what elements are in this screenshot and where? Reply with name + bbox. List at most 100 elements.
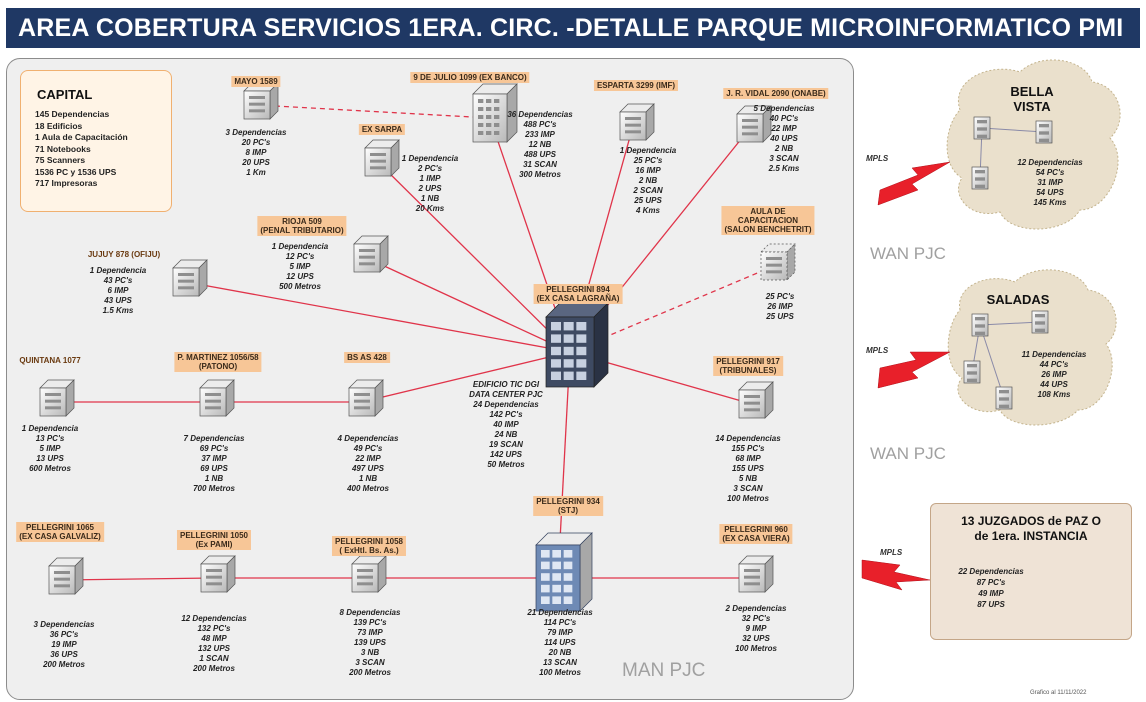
info-line: 50 Metros — [487, 460, 525, 469]
server-icon — [1035, 120, 1053, 144]
device-mayo — [243, 82, 279, 120]
info-line: 5 IMP — [289, 262, 311, 271]
device-pellegrini917 — [738, 381, 774, 419]
mpls-label: MPLS — [880, 548, 903, 557]
site-label-line: 9 DE JULIO 1099 (EX BANCO) — [413, 73, 527, 82]
info-line: 497 UPS — [351, 464, 385, 473]
site-label-exsarpa: EX SARPA — [358, 124, 406, 135]
info-line: 48 IMP — [201, 634, 227, 643]
info-line: 21 Dependencias — [527, 608, 593, 617]
cloud-title-line: VISTA — [1013, 99, 1051, 114]
site-label-line: PELLEGRINI 934 — [536, 497, 600, 506]
info-line: 19 IMP — [51, 640, 77, 649]
info-line: 155 PC's — [731, 444, 765, 453]
info-line: 12 UPS — [286, 272, 314, 281]
cloud-info-saladas: 11 Dependencias 44 PC's 26 IMP 44 UPS 10… — [1022, 350, 1087, 400]
info-line: 132 UPS — [197, 644, 231, 653]
info-line: 3 SCAN — [355, 658, 385, 667]
site-label-nueve-julio: 9 DE JULIO 1099 (EX BANCO) — [410, 72, 530, 83]
info-line: 37 IMP — [201, 454, 227, 463]
site-label-line: QUINTANA 1077 — [19, 356, 81, 365]
device-exsarpa — [364, 139, 400, 177]
info-line: 22 IMP — [355, 454, 381, 463]
info-line: 31 SCAN — [523, 160, 557, 169]
info-line: 2 Dependencias — [725, 604, 787, 613]
info-line: 24 NB — [494, 430, 518, 439]
info-line: 20 Kms — [415, 204, 445, 213]
info-line: 43 PC's — [103, 276, 133, 285]
site-label-line: PELLEGRINI 1050 — [179, 531, 249, 540]
info-line: DATA CENTER PJC — [469, 390, 543, 399]
info-line: 12 Dependencias — [181, 614, 247, 623]
site-label-line: (SALON BENCHETRIT) — [724, 225, 812, 234]
nodes — [39, 82, 1072, 612]
info-line: 44 PC's — [1039, 360, 1069, 369]
info-line: 87 UPS — [977, 600, 1005, 609]
site-label-line: J. R. VIDAL 2090 (ONABE) — [726, 89, 826, 98]
info-line: 233 IMP — [525, 130, 555, 139]
info-line: 25 UPS — [634, 196, 662, 205]
site-label-line: ( ExHtl. Bs. As.) — [339, 546, 399, 555]
device-pellegrini1058 — [351, 555, 387, 593]
info-line: 12 Dependencias — [1017, 158, 1083, 167]
network-link — [61, 577, 215, 581]
cloud-bella-vista — [946, 59, 1121, 230]
cloud-title-bella-vista: BELLA VISTA — [1010, 84, 1053, 114]
info-line: 13 UPS — [36, 454, 64, 463]
site-label-vidal: J. R. VIDAL 2090 (ONABE) — [723, 88, 829, 99]
site-label-line: (EX CASA GALVALIZ) — [19, 532, 101, 541]
server-icon — [973, 116, 991, 140]
server-icon — [963, 360, 981, 384]
info-line: 700 Metros — [193, 484, 235, 493]
capital-stat: 1536 PC y 1536 UPS — [35, 166, 117, 177]
cloud-title-saladas: SALADAS — [987, 292, 1050, 307]
info-line: 1 IMP — [419, 174, 441, 183]
capital-stats: 145 Dependencias 18 Edificios 1 Aula de … — [35, 109, 128, 190]
info-line: 200 Metros — [349, 668, 391, 677]
info-line: 155 UPS — [731, 464, 765, 473]
info-line: 26 IMP — [1041, 370, 1067, 379]
info-line: 5 NB — [738, 474, 758, 483]
device-bsas — [348, 379, 384, 417]
info-line: 12 NB — [528, 140, 552, 149]
device-esparta — [619, 103, 655, 141]
info-line: 4 Kms — [635, 206, 660, 215]
info-line: 3 NB — [360, 648, 380, 657]
info-line: 139 PC's — [353, 618, 387, 627]
network-link — [361, 351, 571, 403]
info-line: 54 PC's — [1035, 168, 1065, 177]
info-line: 12 PC's — [285, 252, 315, 261]
info-line: EDIFICIO TIC DGI — [472, 380, 540, 389]
site-label-line: (STJ) — [557, 506, 578, 515]
info-line: 43 UPS — [104, 296, 132, 305]
info-line: 14 Dependencias — [715, 434, 781, 443]
capital-stat: 75 Scanners — [35, 155, 86, 165]
server-icon — [995, 386, 1013, 410]
device-pellegrini894 — [545, 302, 609, 388]
info-line: 69 UPS — [200, 464, 228, 473]
info-line: 142 UPS — [489, 450, 523, 459]
info-line: 1 NB — [420, 194, 440, 203]
info-line: 5 IMP — [39, 444, 61, 453]
info-line: 13 PC's — [35, 434, 65, 443]
capital-stat: 145 Dependencias — [35, 109, 110, 119]
site-label-line: PELLEGRINI 1065 — [25, 523, 95, 532]
site-label-line: AULA DE — [750, 207, 786, 216]
site-label-line: (EX CASA LAGRAÑA) — [536, 294, 620, 303]
info-line: 4 Dependencias — [337, 434, 399, 443]
site-label-martinez: P. MARTINEZ 1056/58(PATONO) — [174, 352, 262, 372]
info-line: 40 PC's — [769, 114, 799, 123]
